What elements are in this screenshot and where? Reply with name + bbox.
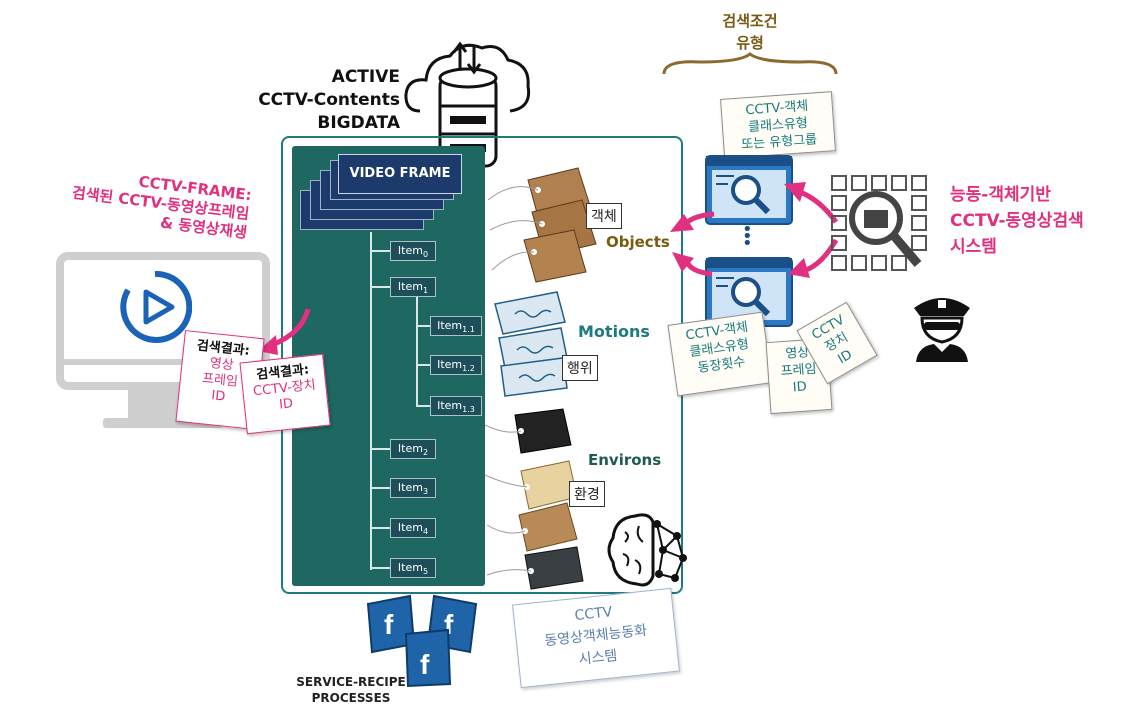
result-device-note: 검색결과: CCTV-장치 ID [239, 353, 331, 435]
object-tags-icon [488, 167, 597, 283]
service-recipe-label: SERVICE-RECIPE PROCESSES [296, 675, 406, 705]
environ-tags-icon [485, 408, 584, 590]
image-grid-search-icon [831, 175, 927, 271]
video-frame-label: VIDEO FRAME [338, 154, 462, 194]
pink-arrows [670, 182, 839, 278]
police-officer-icon [914, 298, 970, 362]
tree-item: Item5 [390, 558, 436, 578]
condition-title: 검색조건 유형 [722, 12, 778, 52]
activation-system-note: CCTV 동영상객체능동화 시스템 [512, 587, 680, 689]
tree-item: Item1.3 [430, 396, 482, 416]
class-count-note: CCTV-객체 클래스유형 동장횟수 [667, 311, 773, 397]
objects-label: Objects [606, 233, 670, 251]
motions-label: Motions [578, 322, 650, 341]
tree-item: Item1.1 [430, 316, 482, 336]
system-title: 능동-객체기반 CCTV-동영상검색 시스템 [950, 185, 1084, 257]
tree-item: Item1 [390, 277, 436, 297]
brace-icon [662, 52, 838, 75]
motion-tag-label: 행위 [562, 355, 598, 381]
vertical-ellipsis-icon: ••• [742, 219, 753, 254]
recipe-tags-icon: f f f [366, 594, 478, 688]
brain-network-icon [607, 513, 687, 587]
search-window-icon [705, 257, 793, 327]
svg-text:f: f [384, 609, 394, 640]
play-icon[interactable] [118, 270, 192, 344]
object-tag-label: 객체 [586, 203, 622, 229]
tree-item: Item1.2 [430, 355, 482, 375]
environs-label: Environs [588, 451, 662, 469]
bigdata-title: ACTIVE CCTV-Contents BIGDATA [258, 67, 400, 133]
tree-item: Item2 [390, 439, 436, 459]
frame-title: CCTV-FRAME: 검색된 CCTV-동영상프레임 & 동영상재생 [71, 172, 253, 242]
svg-text:f: f [420, 649, 430, 680]
tree-item: Item0 [390, 241, 436, 261]
svg-text:f: f [444, 609, 454, 640]
search-window-icon [705, 155, 793, 225]
environ-tag-label: 환경 [569, 481, 605, 507]
class-group-note: CCTV-객체 클래스유형 또는 유형그룹 [720, 91, 836, 159]
tree-item: Item3 [390, 478, 436, 498]
tree-item: Item4 [390, 518, 436, 538]
motion-tags-icon [494, 291, 568, 397]
